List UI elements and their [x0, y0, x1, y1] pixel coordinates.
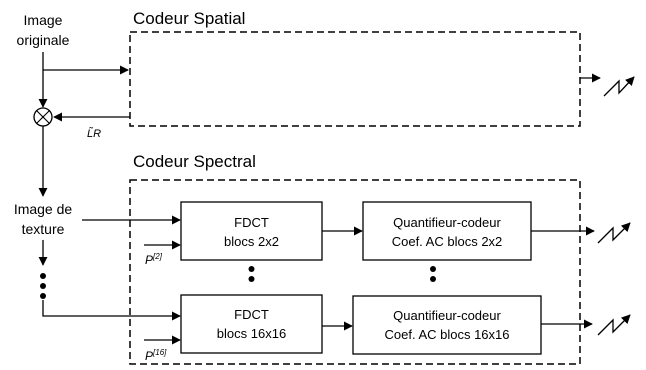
- texture-to-fdct16-arrow: [42, 300, 181, 321]
- quantifier-16x16-box: [352, 295, 542, 355]
- fdct-16x16-label-line2: blocs 16x16: [217, 326, 286, 341]
- input-image-label-line2: originale: [17, 32, 70, 48]
- lr-label: L̃R: [87, 127, 101, 140]
- ellipsis-dot: [40, 273, 46, 279]
- p16-label: P[16]: [145, 348, 167, 363]
- ellipsis-dot: [248, 276, 255, 282]
- ellipsis-dot: [40, 293, 46, 299]
- quantifier-2x2-label-line2: Coef. AC blocs 2x2: [392, 234, 503, 249]
- input-image-label-line1: Image: [24, 12, 63, 28]
- p2-label: P[2]: [145, 252, 163, 267]
- spectral-coder-title: Codeur Spectral: [133, 152, 256, 171]
- fdct-2x2-label-line1: FDCT: [234, 215, 269, 230]
- quantifier-2x2-label-line1: Quantifieur-codeur: [393, 215, 501, 230]
- ellipsis-dot: [430, 276, 436, 282]
- bitstream-16x16-icon: [597, 314, 631, 336]
- quantifier-2x2-box: [362, 201, 532, 261]
- quantifier-16x16-label-line1: Quantifieur-codeur: [393, 308, 501, 323]
- fdct-2x2-box: [180, 201, 323, 261]
- texture-image-label-line2: texture: [22, 221, 65, 237]
- fdct-16x16-box: [180, 294, 323, 354]
- spatial-coder-box: [129, 31, 581, 127]
- texture-image-label-line1: Image de: [14, 201, 73, 217]
- spatial-bitstream-icon: [603, 76, 635, 97]
- spatial-coder-title: Codeur Spatial: [133, 9, 245, 28]
- ellipsis-dot: [248, 266, 255, 272]
- multiplier-node: [33, 107, 53, 127]
- fdct-16x16-label-line1: FDCT: [234, 307, 269, 322]
- ellipsis-dot: [40, 283, 46, 289]
- bitstream-2x2-icon: [597, 222, 631, 244]
- fdct-2x2-label-line2: blocs 2x2: [224, 234, 279, 249]
- spectral-coder-box: [129, 179, 581, 365]
- quantifier-16x16-label-line2: Coef. AC blocs 16x16: [384, 327, 509, 342]
- ellipsis-dot: [430, 266, 436, 272]
